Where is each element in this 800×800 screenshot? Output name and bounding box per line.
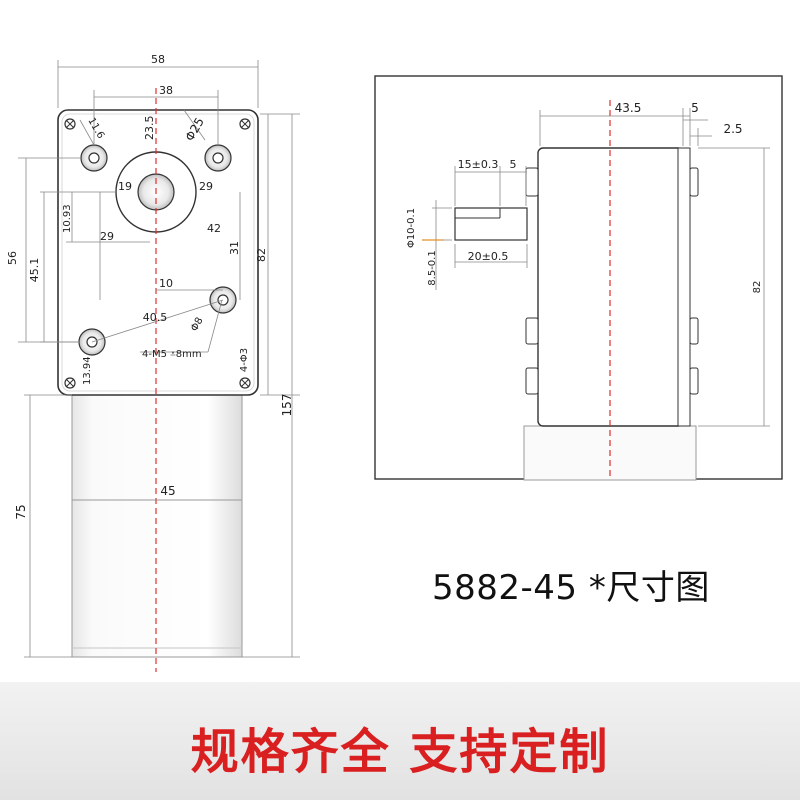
dim-31: 31 [228,241,241,255]
side-dim-8-5: 8.5-0.1 [427,250,438,285]
motor-body [71,394,243,658]
dim-56: 56 [6,251,19,265]
side-dim-2-5: 2.5 [723,122,742,136]
dim-82: 82 [255,248,268,262]
dim-13-94: 13.94 [82,356,93,385]
dim-75: 75 [14,504,28,519]
side-dim-5: 5 [691,101,699,115]
dim-157: 157 [280,394,294,417]
dim-45-1: 45.1 [28,258,41,283]
side-dim-82: 82 [752,281,763,294]
front-view: 58 38 23.5 Φ25 11.6 19 29 10.93 29 42 56… [6,53,300,672]
banner-slogan: 规格齐全 支持定制 [190,724,610,780]
dim-40-5: 40.5 [143,311,168,324]
dim-10-93: 10.93 [62,204,73,233]
side-dim-15: 15±0.3 [458,158,499,171]
dim-10: 10 [159,277,173,290]
technical-drawing: 58 38 23.5 Φ25 11.6 19 29 10.93 29 42 56… [6,53,783,672]
dim-29b: 29 [100,230,114,243]
dim-42: 42 [207,222,221,235]
drawing-caption: 5882-45 *尺寸图 [432,568,710,608]
side-dim-43-5: 43.5 [615,101,642,115]
side-dim-5b: 5 [510,158,517,171]
dim-58: 58 [151,53,165,66]
output-shaft [454,207,528,241]
dim-m5: 4-M5 ⩡8mm [142,349,202,360]
side-dim-phi10: Φ10-0.1 [406,208,417,248]
gearbox-plate [57,109,259,396]
dim-19: 19 [118,180,132,193]
bottom-banner [0,682,800,800]
dim-4-phi3: 4-Φ3 [239,348,250,372]
dim-23-5: 23.5 [143,116,156,141]
side-dim-20: 20±0.5 [468,250,509,263]
side-view: 43.5 5 2.5 15±0.3 5 Φ10-0.1 8.5-0.1 20±0… [374,75,783,481]
dim-45: 45 [160,484,175,498]
dim-29a: 29 [199,180,213,193]
dim-38: 38 [159,84,173,97]
